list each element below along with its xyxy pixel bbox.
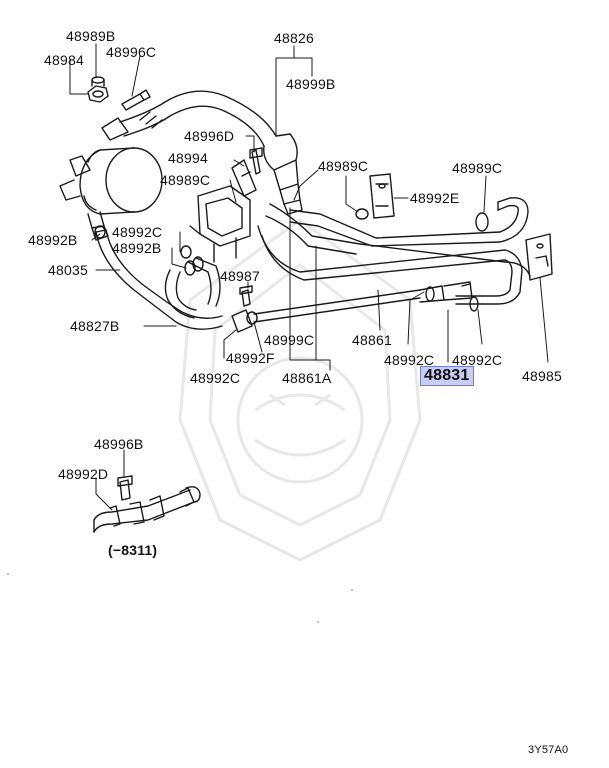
callout-48996D[interactable]: 48996D (184, 128, 235, 144)
grommet-48989C-mid (355, 208, 369, 220)
bracket-48992E (369, 173, 395, 219)
tube-48861A (253, 289, 421, 323)
callout-48827B[interactable]: 48827B (70, 318, 120, 334)
callout-48996C[interactable]: 48996C (106, 44, 157, 60)
inset-leader-lines (95, 449, 125, 511)
callout-48999C[interactable]: 48999C (264, 332, 315, 348)
union-bolt-48996C (121, 89, 151, 111)
diagram-code: 3Y57A0 (528, 744, 569, 756)
bracket-48994 (231, 159, 257, 197)
cooler-loop-48831 (481, 197, 531, 305)
power-steering-pump (59, 147, 163, 241)
bracket-48985 (525, 233, 553, 281)
callout-48992E[interactable]: 48992E (410, 190, 460, 206)
callout-48989B[interactable]: 48989B (66, 28, 116, 44)
inset-applicability-note: (−8311) (108, 542, 158, 558)
callout-48992B-mid[interactable]: 48992B (112, 240, 162, 256)
callout-48999B[interactable]: 48999B (286, 76, 336, 92)
callout-48992F[interactable]: 48992F (226, 350, 275, 366)
tube-upper-pair (289, 209, 501, 247)
callout-48989C-left[interactable]: 48989C (160, 172, 211, 188)
steering-gear-valve (189, 185, 251, 263)
callout-48994[interactable]: 48994 (168, 150, 208, 166)
callout-48861A[interactable]: 48861A (282, 370, 332, 386)
callout-48996B[interactable]: 48996B (94, 436, 144, 452)
nut-48984 (87, 85, 109, 103)
callout-48984[interactable]: 48984 (44, 52, 84, 68)
callout-48992B-left[interactable]: 48992B (28, 232, 78, 248)
callout-48831-highlighted[interactable]: 48831 (420, 366, 474, 386)
bolt-48996D (249, 147, 263, 175)
callout-48985[interactable]: 48985 (522, 368, 562, 384)
leader-lines (69, 43, 549, 371)
callout-48987[interactable]: 48987 (220, 268, 260, 284)
callout-48989C-right[interactable]: 48989C (452, 160, 503, 176)
callout-48992C-upper[interactable]: 48992C (112, 224, 163, 240)
callout-48992C-right1[interactable]: 48992C (384, 352, 435, 368)
short-hoses-right (419, 281, 483, 312)
washer-48989B (91, 76, 105, 87)
callout-48992C-bottom-left[interactable]: 48992C (190, 370, 241, 386)
callout-48861[interactable]: 48861 (352, 332, 392, 348)
pressure-hose-48826 (101, 90, 303, 215)
inset-bolt-48996B (117, 475, 133, 501)
watermark-emblem (178, 218, 422, 562)
tube-48861 (257, 203, 506, 281)
grommet-48989C-right (475, 212, 489, 232)
clip-48992B-left (94, 225, 106, 239)
clip-48992C-upper (180, 245, 192, 259)
callout-48035[interactable]: 48035 (48, 262, 88, 278)
scan-specks (7, 573, 353, 623)
callout-48992D[interactable]: 48992D (58, 466, 109, 482)
callout-48826[interactable]: 48826 (274, 30, 314, 46)
callout-48989C-mid[interactable]: 48989C (318, 158, 369, 174)
inset-hose (93, 486, 201, 533)
return-hose-48827B (164, 257, 221, 319)
callout-48992C-right2[interactable]: 48992C (452, 352, 503, 368)
bolt-48987 (239, 285, 253, 307)
clip-48992F (231, 309, 258, 333)
